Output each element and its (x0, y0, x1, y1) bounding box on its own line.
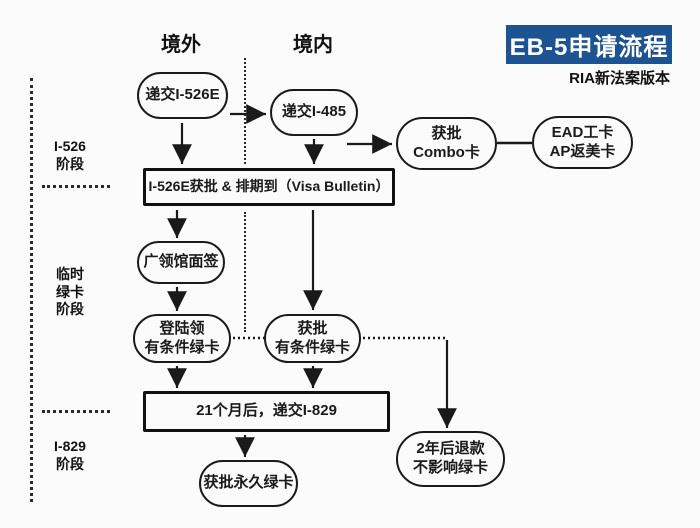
column-label-abroad: 境外 (161, 34, 201, 56)
node-i526e-approved-visa-bulletin: I-526E获批 & 排期到（Visa Bulletin） (143, 168, 395, 206)
stage-label-temp-green-card: 临时 绿卡 阶段 (56, 266, 84, 317)
node-consulate-interview: 广领馆面签 (137, 241, 225, 284)
stage-label-i526: I-526 阶段 (54, 138, 86, 172)
title-badge: EB-5申请流程 (506, 25, 672, 64)
node-permanent-gc: 获批永久绿卡 (199, 460, 298, 507)
node-submit-i829: 21个月后，递交I-829 (143, 391, 390, 432)
node-combo-card: 获批 Combo卡 (396, 117, 497, 170)
node-refund: 2年后退款 不影响绿卡 (396, 431, 505, 487)
stage-axis-dotted-line (30, 78, 33, 502)
title-subtitle: RIA新法案版本 (569, 70, 670, 87)
node-submit-i485: 递交I-485 (270, 89, 358, 136)
stage-separator-2 (42, 410, 110, 413)
node-submit-i526e: 递交I-526E (137, 72, 228, 119)
node-approved-conditional-gc: 获批 有条件绿卡 (264, 314, 361, 363)
node-ead-ap-card: EAD工卡 AP返美卡 (532, 116, 633, 169)
column-divider-lower (244, 212, 246, 332)
stage-separator-1 (42, 185, 110, 188)
stage-label-i829: I-829 阶段 (54, 438, 86, 472)
column-divider-upper (244, 58, 246, 164)
column-label-domestic: 境内 (293, 34, 333, 56)
node-landing-conditional-gc: 登陆领 有条件绿卡 (133, 314, 231, 363)
